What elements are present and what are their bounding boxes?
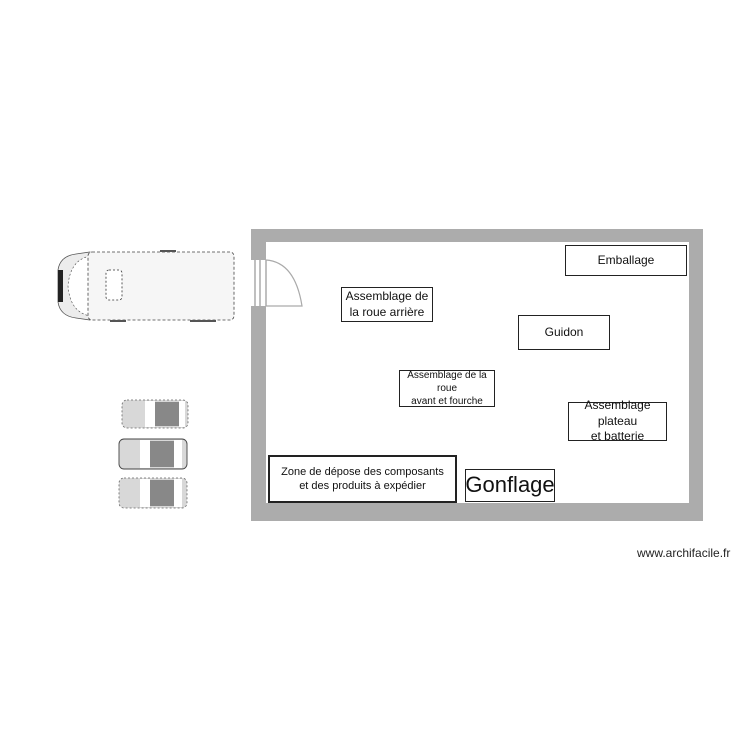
zone-emballage: Emballage [565,245,687,276]
zone-plateau-batterie: Assemblage plateau et batterie [568,398,667,443]
delivery-van-icon [54,250,236,322]
zone-gonflage: Gonflage [465,469,555,502]
watermark-text: www.archifacile.fr [637,546,731,560]
zone-roue-arriere: Assemblage de la roue arrière [341,287,433,322]
zone-label: Gonflage [465,472,555,498]
car-icon [121,399,189,429]
door-icon [251,258,313,308]
zone-label: Assemblage de la roue avant et fourche [407,370,487,407]
zone-label: Emballage [597,252,655,267]
wall-bottom [251,503,703,521]
zone-label: Assemblage plateau et batterie [584,398,651,444]
zone-label: Guidon [544,324,584,339]
car-icon [118,438,188,470]
zone-guidon: Guidon [518,315,610,350]
wall-top [251,229,703,242]
zone-label: Zone de dépose des composants et des pro… [281,465,444,492]
zone-roue-avant: Assemblage de la roue avant et fourche [399,370,495,407]
zone-label: Assemblage de la roue arrière [345,288,429,319]
wall-right [689,229,703,521]
car-icon [118,477,188,509]
zone-depose: Zone de dépose des composants et des pro… [268,455,457,503]
